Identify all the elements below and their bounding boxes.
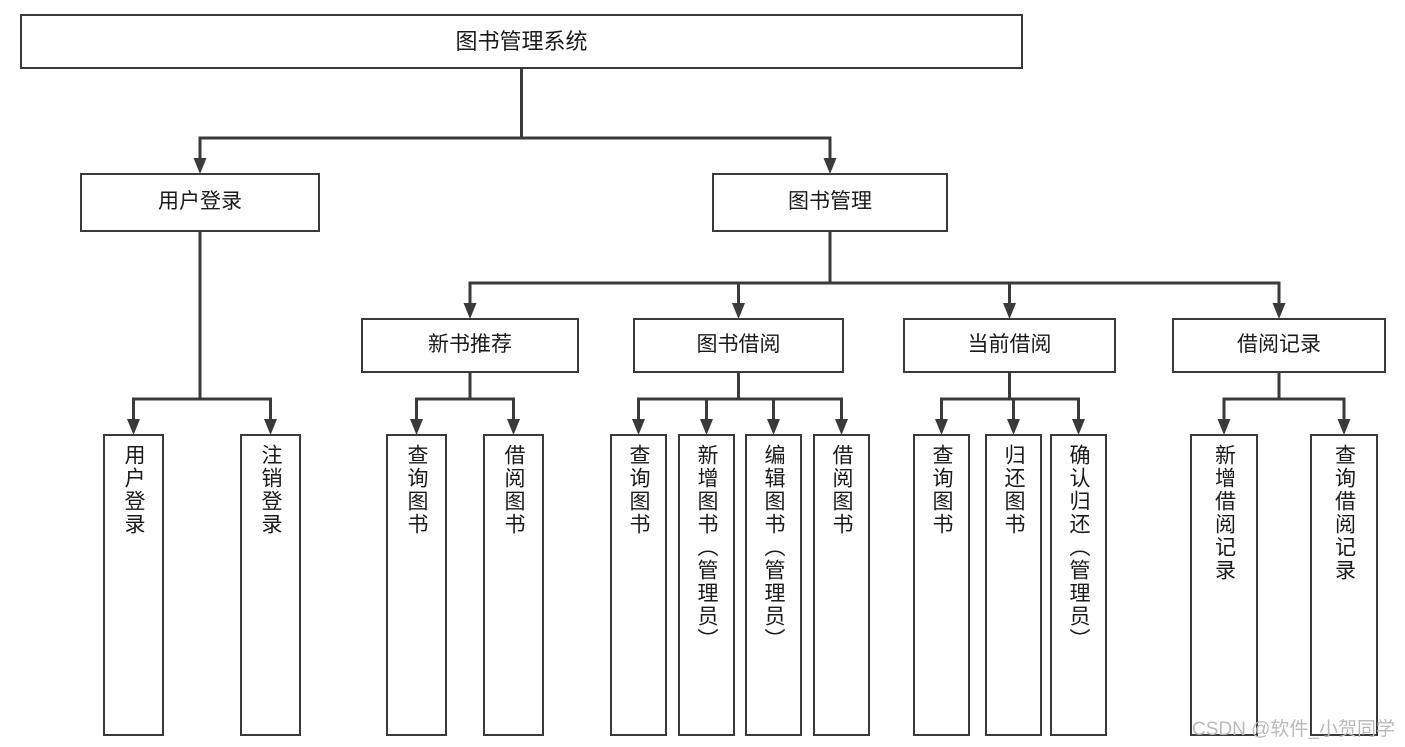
arrowhead-icon (935, 419, 948, 435)
node-leaf_edit_book[interactable]: 编辑图书（管理员） (745, 434, 802, 736)
node-label: 图书借阅 (696, 333, 781, 357)
node-label: 新增图书（管理员） (695, 444, 718, 651)
arrowhead-icon (463, 303, 477, 319)
node-label: 查询图书 (930, 444, 953, 536)
node-label: 图书管理 (788, 190, 872, 214)
node-label: 查询借阅记录 (1332, 444, 1356, 582)
node-label: 注销登录 (259, 444, 282, 536)
arrowhead-icon (1003, 303, 1016, 319)
node-leaf_q_rec[interactable]: 查询借阅记录 (1310, 434, 1378, 736)
node-label: 归还图书 (1002, 444, 1025, 536)
arrowhead-icon (732, 303, 745, 319)
node-leaf_logout[interactable]: 注销登录 (240, 434, 301, 736)
node-leaf_add_rec[interactable]: 新增借阅记录 (1190, 434, 1258, 736)
node-new_book_rec[interactable]: 新书推荐 (361, 318, 579, 373)
arrowhead-icon (1217, 419, 1231, 435)
node-label: 新书推荐 (428, 333, 512, 357)
node-leaf_user_login[interactable]: 用户登录 (103, 434, 164, 736)
node-leaf_q_book_2[interactable]: 查询图书 (610, 434, 667, 736)
arrowhead-icon (767, 419, 780, 435)
node-leaf_borrow_b2[interactable]: 借阅图书 (813, 434, 870, 736)
arrowhead-icon (1337, 419, 1351, 435)
node-leaf_confirm[interactable]: 确认归还（管理员） (1050, 434, 1107, 736)
node-label: 确认归还（管理员） (1067, 444, 1090, 651)
node-borrow_record[interactable]: 借阅记录 (1172, 318, 1386, 373)
watermark-text: CSDN @软件_小贺同学 (1192, 719, 1395, 740)
node-leaf_q_book_1[interactable]: 查询图书 (386, 434, 447, 736)
node-label: 用户登录 (122, 444, 145, 536)
node-label: 借阅图书 (502, 444, 525, 536)
node-label: 当前借阅 (967, 333, 1052, 357)
arrowhead-icon (264, 419, 277, 435)
arrowhead-icon (1272, 303, 1286, 319)
node-leaf_return[interactable]: 归还图书 (985, 434, 1042, 736)
node-root[interactable]: 图书管理系统 (20, 14, 1023, 69)
arrowhead-icon (1007, 419, 1020, 435)
arrowhead-icon (193, 158, 207, 174)
node-label: 新增借阅记录 (1212, 444, 1236, 582)
arrowhead-icon (823, 158, 837, 174)
arrowhead-icon (1072, 419, 1085, 435)
node-label: 借阅记录 (1237, 333, 1321, 357)
node-label: 查询图书 (627, 444, 650, 536)
node-current_borrow[interactable]: 当前借阅 (903, 318, 1116, 373)
node-label: 用户登录 (158, 190, 242, 214)
node-label: 借阅图书 (830, 444, 853, 536)
arrowhead-icon (835, 419, 848, 435)
arrowhead-icon (632, 419, 645, 435)
node-user_login[interactable]: 用户登录 (80, 173, 320, 232)
arrowhead-icon (127, 419, 140, 435)
node-book_borrow[interactable]: 图书借阅 (633, 318, 844, 373)
node-label: 查询图书 (405, 444, 428, 536)
node-leaf_q_book_3[interactable]: 查询图书 (913, 434, 970, 736)
node-label: 图书管理系统 (455, 28, 588, 54)
arrowhead-icon (700, 419, 713, 435)
node-book_manage[interactable]: 图书管理 (712, 173, 948, 232)
node-leaf_add_book[interactable]: 新增图书（管理员） (678, 434, 735, 736)
node-label: 编辑图书（管理员） (762, 444, 785, 651)
node-leaf_borrow_b1[interactable]: 借阅图书 (483, 434, 544, 736)
arrowhead-icon (410, 419, 423, 435)
arrowhead-icon (507, 419, 520, 435)
